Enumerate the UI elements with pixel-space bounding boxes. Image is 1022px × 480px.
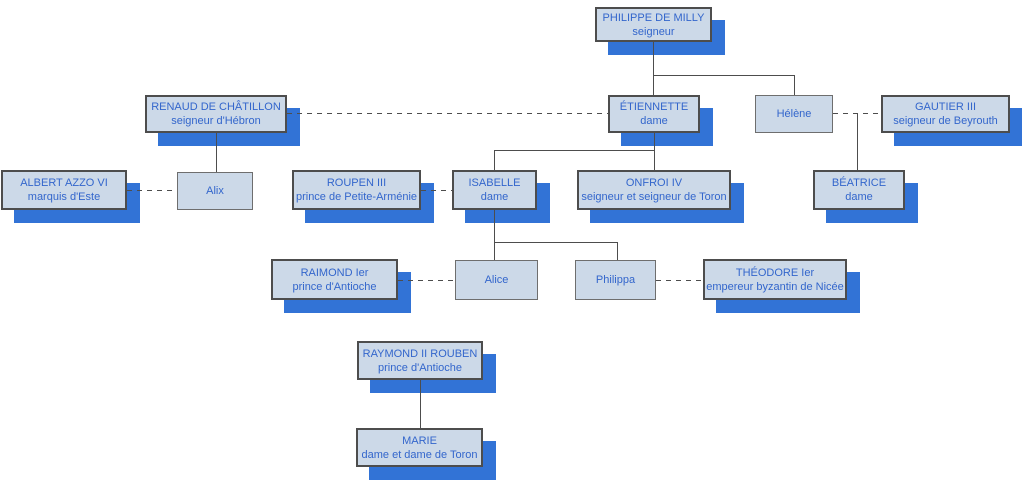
node-title: prince de Petite-Arménie	[295, 191, 418, 203]
node-title: seigneur d'Hébron	[171, 115, 261, 127]
node-title: empereur byzantin de Nicée	[706, 280, 844, 293]
parent-child-line	[654, 133, 655, 170]
node-alice[interactable]: Alice	[455, 260, 538, 300]
marriage-line	[656, 280, 703, 281]
marriage-line	[127, 190, 177, 191]
node-title: prince d'Antioche	[377, 361, 463, 374]
node-alix[interactable]: Alix	[177, 172, 253, 210]
node-title: dame	[845, 191, 873, 203]
node-onfroi-iv[interactable]: ONFROI IV seigneur et seigneur de Toron	[577, 170, 731, 210]
node-title: prince d'Antioche	[292, 280, 377, 293]
node-name: BÉATRICE	[831, 177, 887, 189]
node-name: RAYMOND II ROUBEN	[362, 347, 478, 360]
node-name: RENAUD DE CHÂTILLON	[151, 101, 281, 113]
node-name: ROUPEN III	[326, 177, 387, 189]
node-title: dame et dame de Toron	[361, 448, 478, 461]
node-name: ÉTIENNETTE	[619, 101, 689, 113]
node-philippa[interactable]: Philippa	[575, 260, 656, 300]
node-name: ALBERT AZZO VI	[20, 177, 108, 189]
node-title: dame	[480, 191, 509, 203]
node-name: ONFROI IV	[625, 177, 683, 189]
parent-child-line	[653, 42, 654, 95]
node-beatrice[interactable]: BÉATRICE dame	[813, 170, 905, 210]
node-helene[interactable]: Hélène	[755, 95, 833, 133]
marriage-line	[833, 113, 881, 114]
node-title: seigneur de Beyrouth	[893, 115, 998, 127]
node-name: GAUTIER III	[914, 101, 977, 113]
parent-child-line	[617, 242, 618, 260]
marriage-line	[421, 190, 452, 191]
node-name: Philippa	[595, 274, 636, 286]
node-name: RAIMOND Ier	[300, 266, 369, 279]
node-name: PHILIPPE DE MILLY	[602, 11, 705, 24]
parent-child-line	[494, 150, 654, 151]
node-name: THÉODORE Ier	[735, 266, 815, 279]
parent-child-line	[494, 150, 495, 170]
parent-child-line	[653, 75, 794, 76]
parent-child-line	[494, 210, 495, 260]
node-roupen-iii[interactable]: ROUPEN III prince de Petite-Arménie	[292, 170, 421, 210]
node-name: Hélène	[776, 108, 812, 120]
node-gautier-iii[interactable]: GAUTIER III seigneur de Beyrouth	[881, 95, 1010, 133]
node-etiennette[interactable]: ÉTIENNETTE dame	[608, 95, 700, 133]
node-title: seigneur et seigneur de Toron	[581, 191, 727, 203]
node-name: ISABELLE	[468, 177, 521, 189]
marriage-line	[287, 113, 608, 114]
node-albert-azzo-vi[interactable]: ALBERT AZZO VI marquis d'Este	[1, 170, 127, 210]
parent-child-line	[857, 113, 858, 170]
node-name: Alix	[206, 185, 224, 197]
node-isabelle[interactable]: ISABELLE dame	[452, 170, 537, 210]
node-title: dame	[640, 115, 668, 127]
parent-child-line	[794, 75, 795, 95]
parent-child-line	[420, 380, 421, 428]
node-name: Alice	[484, 274, 509, 286]
node-name: MARIE	[402, 434, 437, 447]
marriage-line	[398, 280, 455, 281]
parent-child-line	[216, 133, 217, 172]
node-title: seigneur	[632, 25, 675, 38]
node-renaud-de-chatillon[interactable]: RENAUD DE CHÂTILLON seigneur d'Hébron	[145, 95, 287, 133]
parent-child-line	[494, 242, 617, 243]
node-title: marquis d'Este	[27, 191, 101, 203]
